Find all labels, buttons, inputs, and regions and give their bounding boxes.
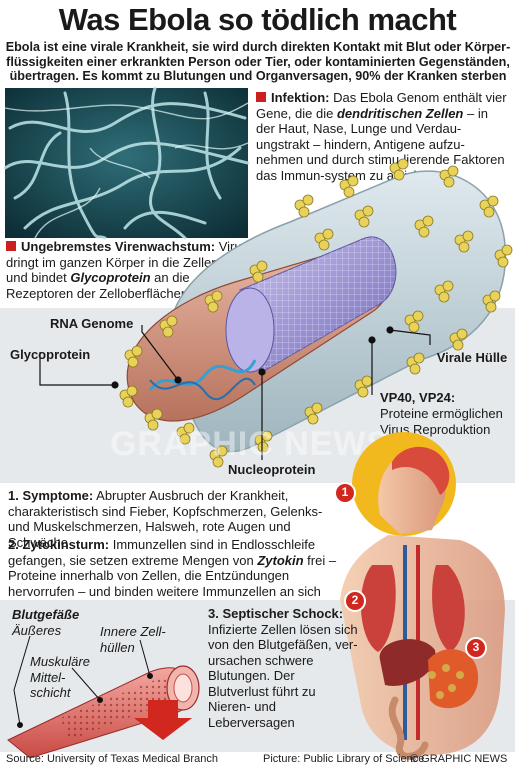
- footer-copyright: © GRAPHIC NEWS: [410, 753, 508, 765]
- wachstum-block: Ungebremstes Virenwachstum: Virus dringt…: [6, 239, 249, 301]
- footer-source: Source: University of Texas Medical Bran…: [6, 753, 218, 765]
- label-muskulaere-mittelschicht: Muskuläre Mittel-schicht: [30, 654, 90, 700]
- label-rna-genome: RNA Genome: [50, 316, 134, 331]
- infektion-block: Infektion: Das Ebola Genom enthält vier …: [256, 90, 507, 183]
- blutgefaesse-heading: Blutgefäße: [12, 607, 80, 622]
- label-glycoprotein: Glycoprotein: [10, 347, 91, 362]
- red-square-bullet: [256, 92, 266, 102]
- zytokin-heading: 2. Zytokinsturm:: [8, 537, 110, 552]
- zytokin-block: 2. Zytokinsturm: Immunzellen sind in End…: [8, 537, 337, 599]
- label-virale-huelle: Virale Hülle: [436, 350, 508, 365]
- badge-group: [334, 482, 487, 659]
- down-arrow-icon: [134, 700, 192, 740]
- infektion-heading: Infektion:: [271, 90, 330, 105]
- badge-2: 2: [351, 593, 359, 607]
- schock-block: 3. Septischer Schock: Infizierte Zellen …: [208, 606, 358, 730]
- schock-heading: 3. Septischer Schock:: [208, 606, 344, 621]
- micrograph-image: [3, 86, 250, 240]
- footer-picture: Picture: Public Library of Science: [263, 753, 425, 765]
- label-vp40-vp24: VP40, VP24:: [380, 390, 456, 405]
- label-innere-zellhuellen: Innere Zell-hüllen: [100, 624, 166, 655]
- label-nucleoprotein: Nucleoprotein: [228, 462, 316, 477]
- page-title: Was Ebola so tödlich macht: [58, 2, 457, 37]
- symptome-heading: 1. Symptome:: [8, 488, 94, 503]
- wachstum-heading: Ungebremstes Virenwachstum:: [21, 239, 216, 254]
- red-square-bullet: [6, 241, 16, 251]
- badge-3: 3: [472, 640, 480, 654]
- watermark: GRAPHIC NEWS: [110, 425, 391, 463]
- intro-text: Ebola ist eine virale Krankheit, sie wir…: [5, 40, 511, 83]
- symptome-block: 1. Symptome: Abrupter Ausbruch der Krank…: [8, 488, 323, 550]
- label-aeusseres: Äußeres: [12, 623, 62, 638]
- badge-1: 1: [341, 485, 349, 499]
